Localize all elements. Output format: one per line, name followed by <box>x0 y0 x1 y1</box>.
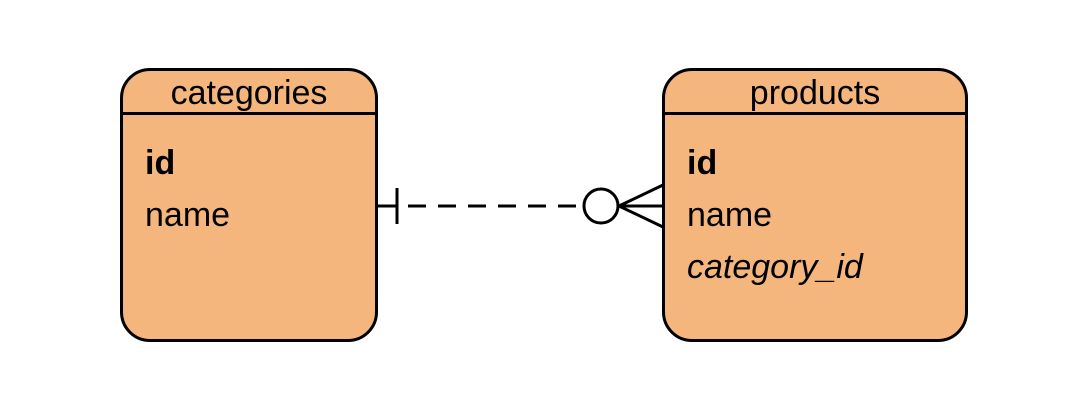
crows-foot-upper <box>618 183 664 208</box>
categories-attribute-id: id <box>145 144 176 182</box>
categories-entity-title: categories <box>123 71 375 115</box>
crows-foot-lower <box>618 204 664 229</box>
products-attribute-id: id <box>687 144 718 182</box>
products-attribute-name: name <box>687 196 773 234</box>
categories-attribute-name: name <box>145 196 231 234</box>
categories-attribute-list: id name <box>123 115 375 241</box>
categories-entity[interactable]: categories id name <box>120 68 378 342</box>
products-entity[interactable]: products id name category_id <box>662 68 968 342</box>
products-entity-title: products <box>665 71 965 115</box>
products-attribute-category-id: category_id <box>687 248 863 286</box>
products-attribute-list: id name category_id <box>665 115 965 293</box>
zero-cardinality-circle <box>582 187 620 225</box>
